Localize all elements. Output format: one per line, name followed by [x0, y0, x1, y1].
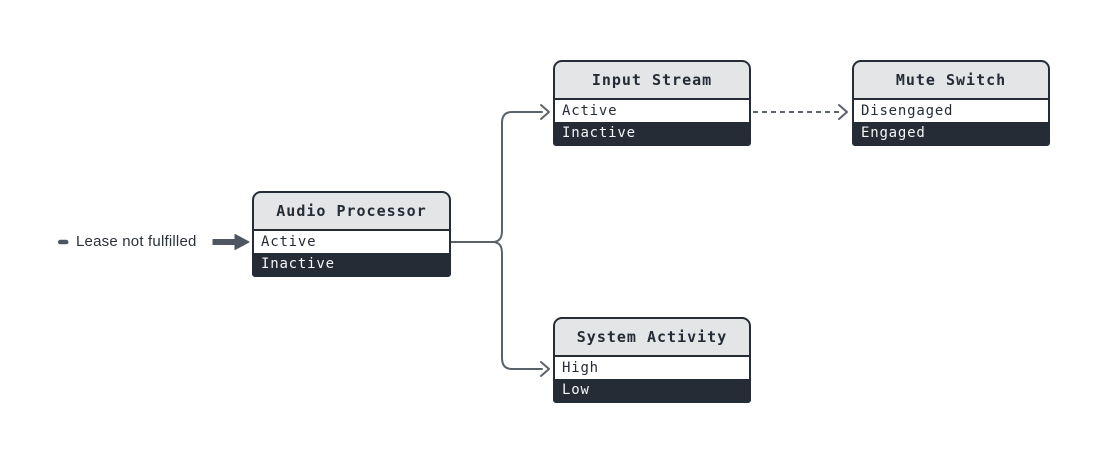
annotation-thick-arrow-icon	[212, 234, 250, 250]
node-audio-processor: Audio Processor Active Inactive	[252, 191, 451, 277]
state-input-stream-inactive: Inactive	[555, 122, 749, 144]
state-audio-processor-inactive: Inactive	[254, 253, 449, 275]
state-input-stream-active: Active	[555, 100, 749, 122]
annotation-dash-icon	[58, 239, 69, 245]
state-audio-processor-active: Active	[254, 231, 449, 253]
arrowhead-system-activity-icon	[540, 361, 550, 377]
node-title-mute-switch: Mute Switch	[854, 62, 1048, 100]
arrowhead-input-stream-icon	[540, 104, 550, 120]
edge-audio-to-input-stream	[493, 111, 543, 243]
state-system-activity-low: Low	[555, 379, 749, 401]
arrowhead-mute-switch-icon	[838, 104, 848, 120]
state-mute-switch-engaged: Engaged	[854, 122, 1048, 144]
node-title-system-activity: System Activity	[555, 319, 749, 357]
edge-audio-to-system-activity	[493, 241, 543, 370]
annotation-label: Lease not fulfilled	[76, 233, 197, 250]
node-title-input-stream: Input Stream	[555, 62, 749, 100]
node-system-activity: System Activity High Low	[553, 317, 751, 403]
state-system-activity-high: High	[555, 357, 749, 379]
state-mute-switch-disengaged: Disengaged	[854, 100, 1048, 122]
node-title-audio-processor: Audio Processor	[254, 193, 449, 231]
node-input-stream: Input Stream Active Inactive	[553, 60, 751, 146]
node-mute-switch: Mute Switch Disengaged Engaged	[852, 60, 1050, 146]
